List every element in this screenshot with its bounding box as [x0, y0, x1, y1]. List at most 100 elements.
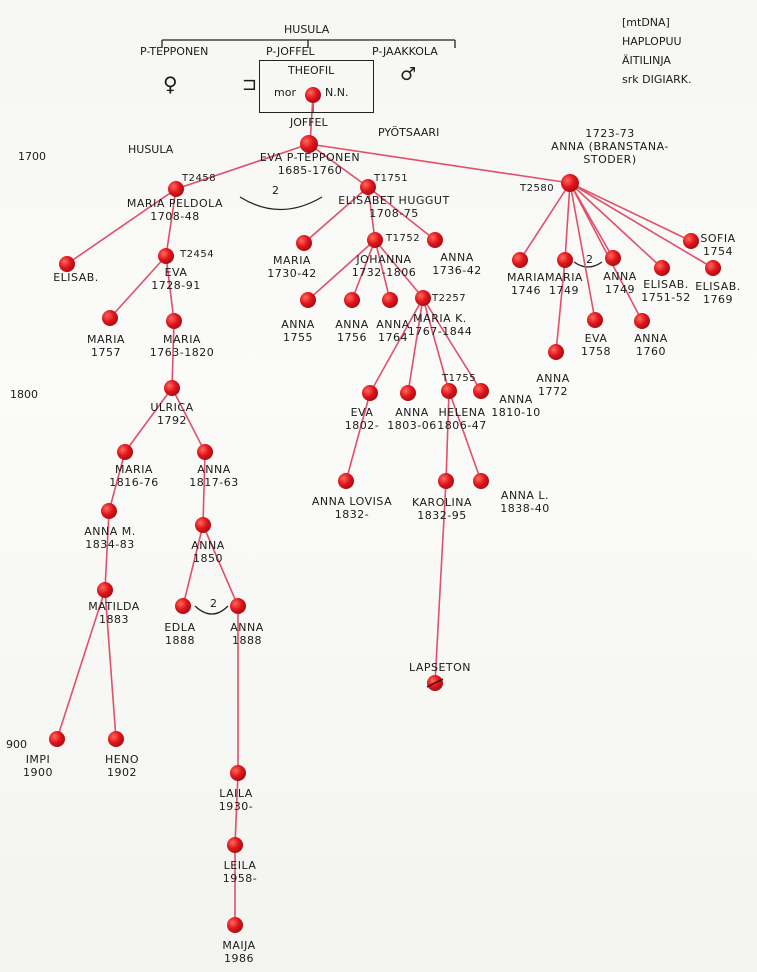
person-label-elisab-a: ELISAB. [53, 271, 99, 284]
person-label-line: EVA [584, 332, 608, 345]
tree-edge [202, 451, 206, 526]
person-label-line: EVA [350, 406, 374, 419]
person-label-line: MARIA [115, 463, 153, 476]
tree-edge [422, 297, 450, 392]
person-label-line: MAIJA [222, 939, 256, 952]
year-marker-1900: 900 [6, 738, 27, 751]
person-node [512, 252, 528, 268]
person-label-anna-l: ANNA L.1838-40 [500, 489, 549, 515]
person-node [117, 444, 133, 460]
person-label-line: 1769 [702, 293, 733, 306]
person-label-elisab-1769: ELISAB.1769 [695, 280, 741, 306]
person-label-line: SOFIA [700, 232, 736, 245]
tree-edge [555, 259, 566, 353]
tree-edge [124, 387, 173, 453]
person-label-line: 1958- [222, 872, 258, 885]
person-label-line: MARIA [545, 271, 583, 284]
person-node [175, 598, 191, 614]
person-label-line: 1834-83 [85, 538, 135, 551]
person-node [362, 385, 378, 401]
tree-edge [422, 297, 482, 392]
place-left: HUSULA [128, 143, 174, 156]
person-node [97, 582, 113, 598]
person-label-line: STODER) [583, 153, 637, 166]
person-label-line: EDLA [164, 621, 196, 634]
person-label-line: 1746 [511, 284, 541, 297]
tree-edge [434, 480, 447, 684]
tree-edge [175, 143, 310, 190]
person-label-line: ANNA [634, 332, 668, 345]
person-node [230, 765, 246, 781]
person-label-line: LAPSETON [408, 661, 472, 674]
tree-edge [367, 186, 376, 241]
tree-edge [202, 524, 239, 607]
person-label-line: LEILA [223, 859, 257, 872]
haplo-tag: T1755 [442, 373, 477, 384]
person-label-line: 1900 [23, 766, 53, 779]
tree-edge [569, 182, 714, 269]
person-label-line: MATILDA [88, 600, 140, 613]
person-node [195, 517, 211, 533]
mid-family-label: P-JOFFEL [266, 45, 315, 58]
year-marker-1800: 1800 [10, 388, 38, 401]
person-label-line: ANNA [499, 393, 533, 406]
person-label-line: 1757 [91, 346, 121, 359]
person-label-line: ANNA [230, 621, 264, 634]
person-node [400, 385, 416, 401]
haplo-tag: T2257 [432, 293, 467, 304]
person-node [473, 473, 489, 489]
person-label-line: ANNA [197, 463, 231, 476]
person-label-line: 1850 [192, 552, 223, 565]
person-label-line: ULRICA [150, 401, 194, 414]
person-label-elisab-1751: ELISAB.1751-52 [641, 278, 690, 304]
person-label-line: 1816-76 [109, 476, 159, 489]
person-label-line: ANNA LOVISA [311, 495, 393, 508]
haplo-tag: T2458 [182, 173, 217, 184]
person-label-line: EVA [164, 266, 188, 279]
person-node [227, 837, 243, 853]
person-node [654, 260, 670, 276]
person-label-line: MARIA [507, 271, 545, 284]
person-label-lapseton: LAPSETON [409, 661, 471, 674]
tree-edge [569, 182, 692, 242]
person-label-line: ANNA [603, 270, 637, 283]
person-node [634, 313, 650, 329]
person-label-line: 1685-1760 [277, 164, 343, 177]
person-label-line: MARIA [87, 333, 125, 346]
person-node [415, 290, 431, 306]
person-label-line: HELENA [438, 406, 486, 419]
person-label-line: 1772 [537, 385, 568, 398]
person-node [300, 292, 316, 308]
tree-edge [171, 387, 206, 453]
remarriage-mark-1: 2 [272, 184, 279, 197]
person-label-line: 1806-47 [437, 419, 487, 432]
person-label-line: ANNA M. [84, 525, 136, 538]
tree-edge [182, 524, 204, 607]
tree-edge [109, 255, 167, 319]
tree-edge [445, 390, 450, 482]
person-label-line: 1732-1806 [351, 266, 417, 279]
tree-edge [308, 143, 369, 188]
person-label-line: 1803-06 [387, 419, 437, 432]
year-marker-1700: 1700 [18, 150, 46, 163]
person-node [548, 344, 564, 360]
